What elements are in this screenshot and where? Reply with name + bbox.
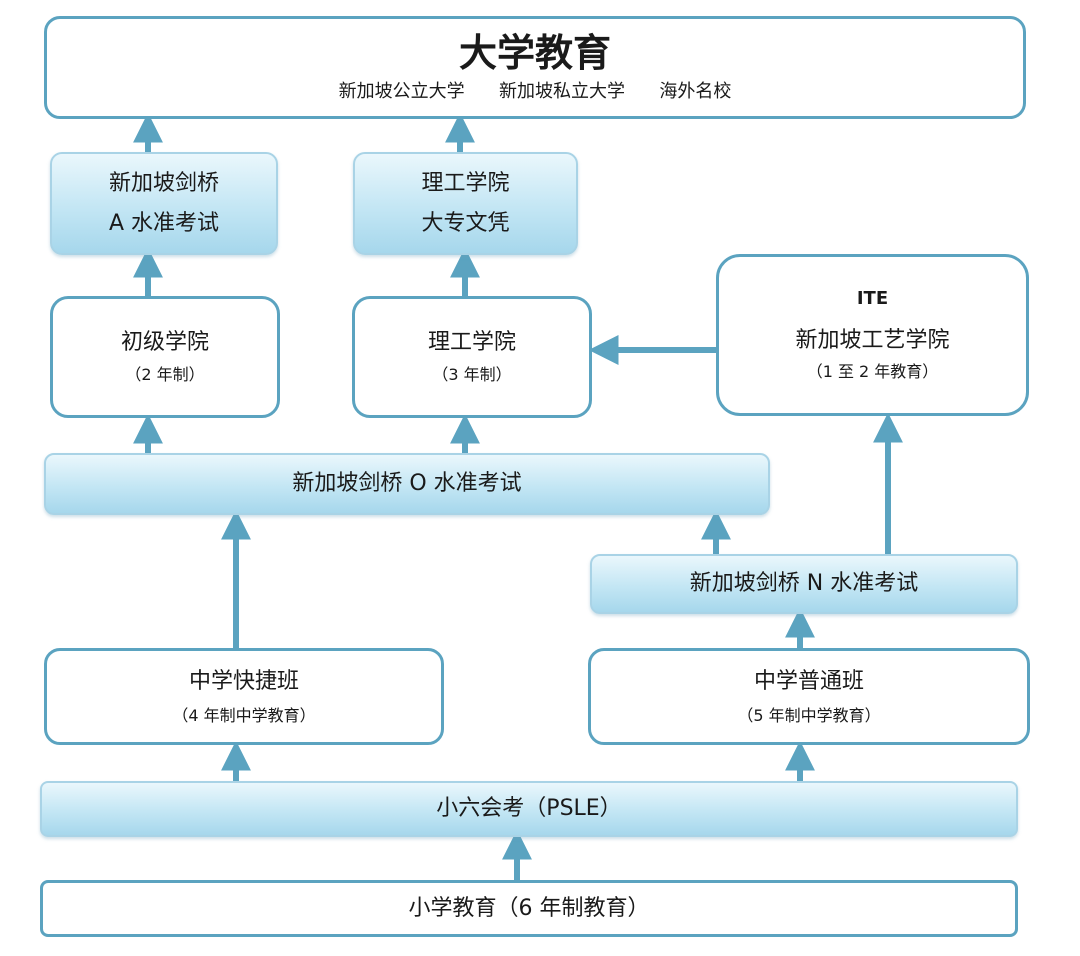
express-duration: （4 年制中学教育） <box>172 705 316 725</box>
n-level-label: 新加坡剑桥 N 水准考试 <box>689 571 919 597</box>
normal-duration: （5 年制中学教育） <box>737 705 881 725</box>
o-level-box: 新加坡剑桥 O 水准考试 <box>44 453 770 515</box>
university-subtitle: 新加坡公立大学 新加坡私立大学 海外名校 <box>338 81 732 103</box>
polytechnic-duration: （3 年制） <box>432 365 512 385</box>
psle-label: 小六会考（PSLE） <box>436 796 622 822</box>
normal-name: 中学普通班 <box>753 668 864 694</box>
ite-box: ITE 新加坡工艺学院 （1 至 2 年教育） <box>716 254 1029 416</box>
junior-college-name: 初级学院 <box>120 330 209 356</box>
o-level-label: 新加坡剑桥 O 水准考试 <box>292 471 522 497</box>
university-title: 大学教育 <box>458 30 611 75</box>
primary-box: 小学教育（6 年制教育） <box>40 880 1018 937</box>
polytechnic-name: 理工学院 <box>427 330 516 356</box>
ite-duration: （1 至 2 年教育） <box>806 362 939 382</box>
diploma-line1: 理工学院 <box>421 170 510 196</box>
n-level-box: 新加坡剑桥 N 水准考试 <box>590 554 1018 614</box>
ite-abbr: ITE <box>856 288 889 310</box>
normal-box: 中学普通班 （5 年制中学教育） <box>588 648 1030 745</box>
university-box: 大学教育 新加坡公立大学 新加坡私立大学 海外名校 <box>44 16 1026 119</box>
diploma-line2: 大专文凭 <box>421 210 510 236</box>
express-name: 中学快捷班 <box>188 668 299 694</box>
polytechnic-box: 理工学院 （3 年制） <box>352 296 592 418</box>
a-level-box: 新加坡剑桥 A 水准考试 <box>50 152 278 255</box>
junior-college-box: 初级学院 （2 年制） <box>50 296 280 418</box>
psle-box: 小六会考（PSLE） <box>40 781 1018 837</box>
junior-college-duration: （2 年制） <box>125 365 205 385</box>
a-level-line2: A 水准考试 <box>108 210 220 236</box>
diploma-box: 理工学院 大专文凭 <box>353 152 578 255</box>
a-level-line1: 新加坡剑桥 <box>108 170 219 196</box>
express-box: 中学快捷班 （4 年制中学教育） <box>44 648 444 745</box>
ite-name: 新加坡工艺学院 <box>795 327 950 353</box>
primary-label: 小学教育（6 年制教育） <box>408 895 650 921</box>
